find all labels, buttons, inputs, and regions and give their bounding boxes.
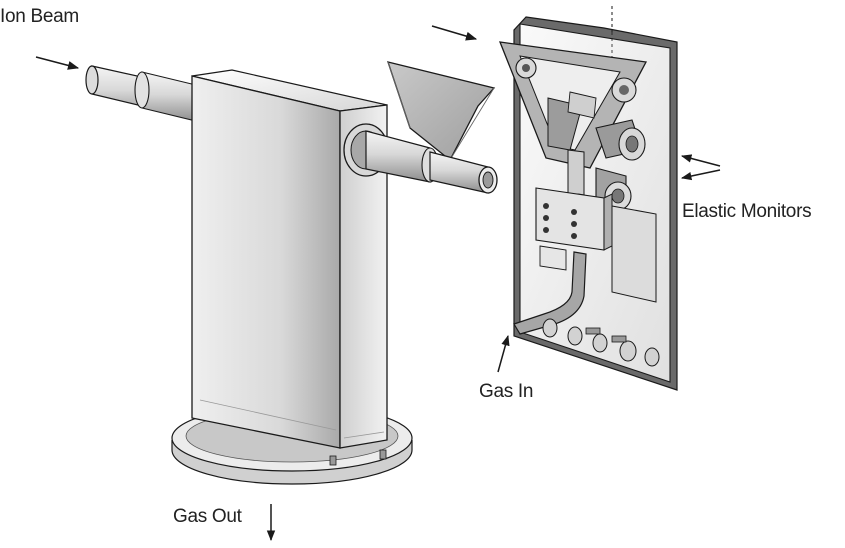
scattering-chamber <box>191 69 388 449</box>
outlet-pipe <box>343 123 498 194</box>
feedthrough-connectors <box>542 318 660 367</box>
gas-in-arrow <box>497 334 510 373</box>
target-panel <box>498 6 678 391</box>
ion-beam-label: Ion Beam <box>0 6 79 27</box>
elastic-monitor-arrow-lower <box>680 169 721 181</box>
elastic-monitor-arrow-upper <box>680 154 721 167</box>
ion-beam-arrow <box>35 56 80 70</box>
elastic-monitor-upper <box>595 119 646 161</box>
gas-in-label: Gas In <box>479 381 534 402</box>
gas-inlet-tube <box>513 251 587 335</box>
funnel-shield <box>387 61 496 162</box>
inlet-pipe <box>85 65 201 123</box>
elastic-monitors-label: Elastic Monitors <box>682 201 812 222</box>
gas-out-label: Gas Out <box>173 506 242 527</box>
beam-path-arrow <box>431 25 478 41</box>
